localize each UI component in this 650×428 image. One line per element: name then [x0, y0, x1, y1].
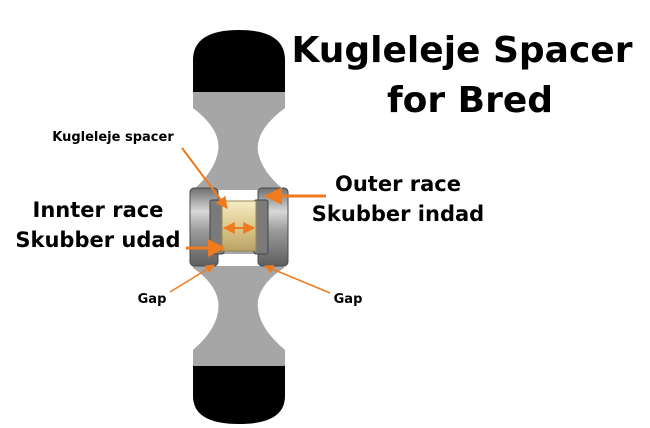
outer-race-label-1: Outer race — [335, 172, 461, 196]
gap-right-leader — [264, 264, 331, 294]
gap-left-label: Gap — [138, 292, 167, 307]
title-line-1: Kugleleje Spacer — [292, 30, 633, 71]
title-line-2: for Bred — [387, 80, 553, 121]
inner-race-label-1: Innter race — [33, 198, 164, 222]
spacer-label: Kugleleje spacer — [52, 130, 174, 145]
outer-race-label-2: Skubber indad — [312, 202, 484, 226]
spacer-leader-arrow — [181, 147, 228, 209]
bearing-spacer — [221, 200, 257, 252]
wheel-tyre-top — [193, 30, 285, 92]
wheel-tyre-bottom — [193, 366, 285, 424]
gap-right-label: Gap — [334, 292, 363, 307]
gap-left-leader — [169, 264, 215, 293]
inner-race-label-2: Skubber udad — [15, 228, 180, 252]
gap-bottom-cutout — [216, 254, 260, 266]
